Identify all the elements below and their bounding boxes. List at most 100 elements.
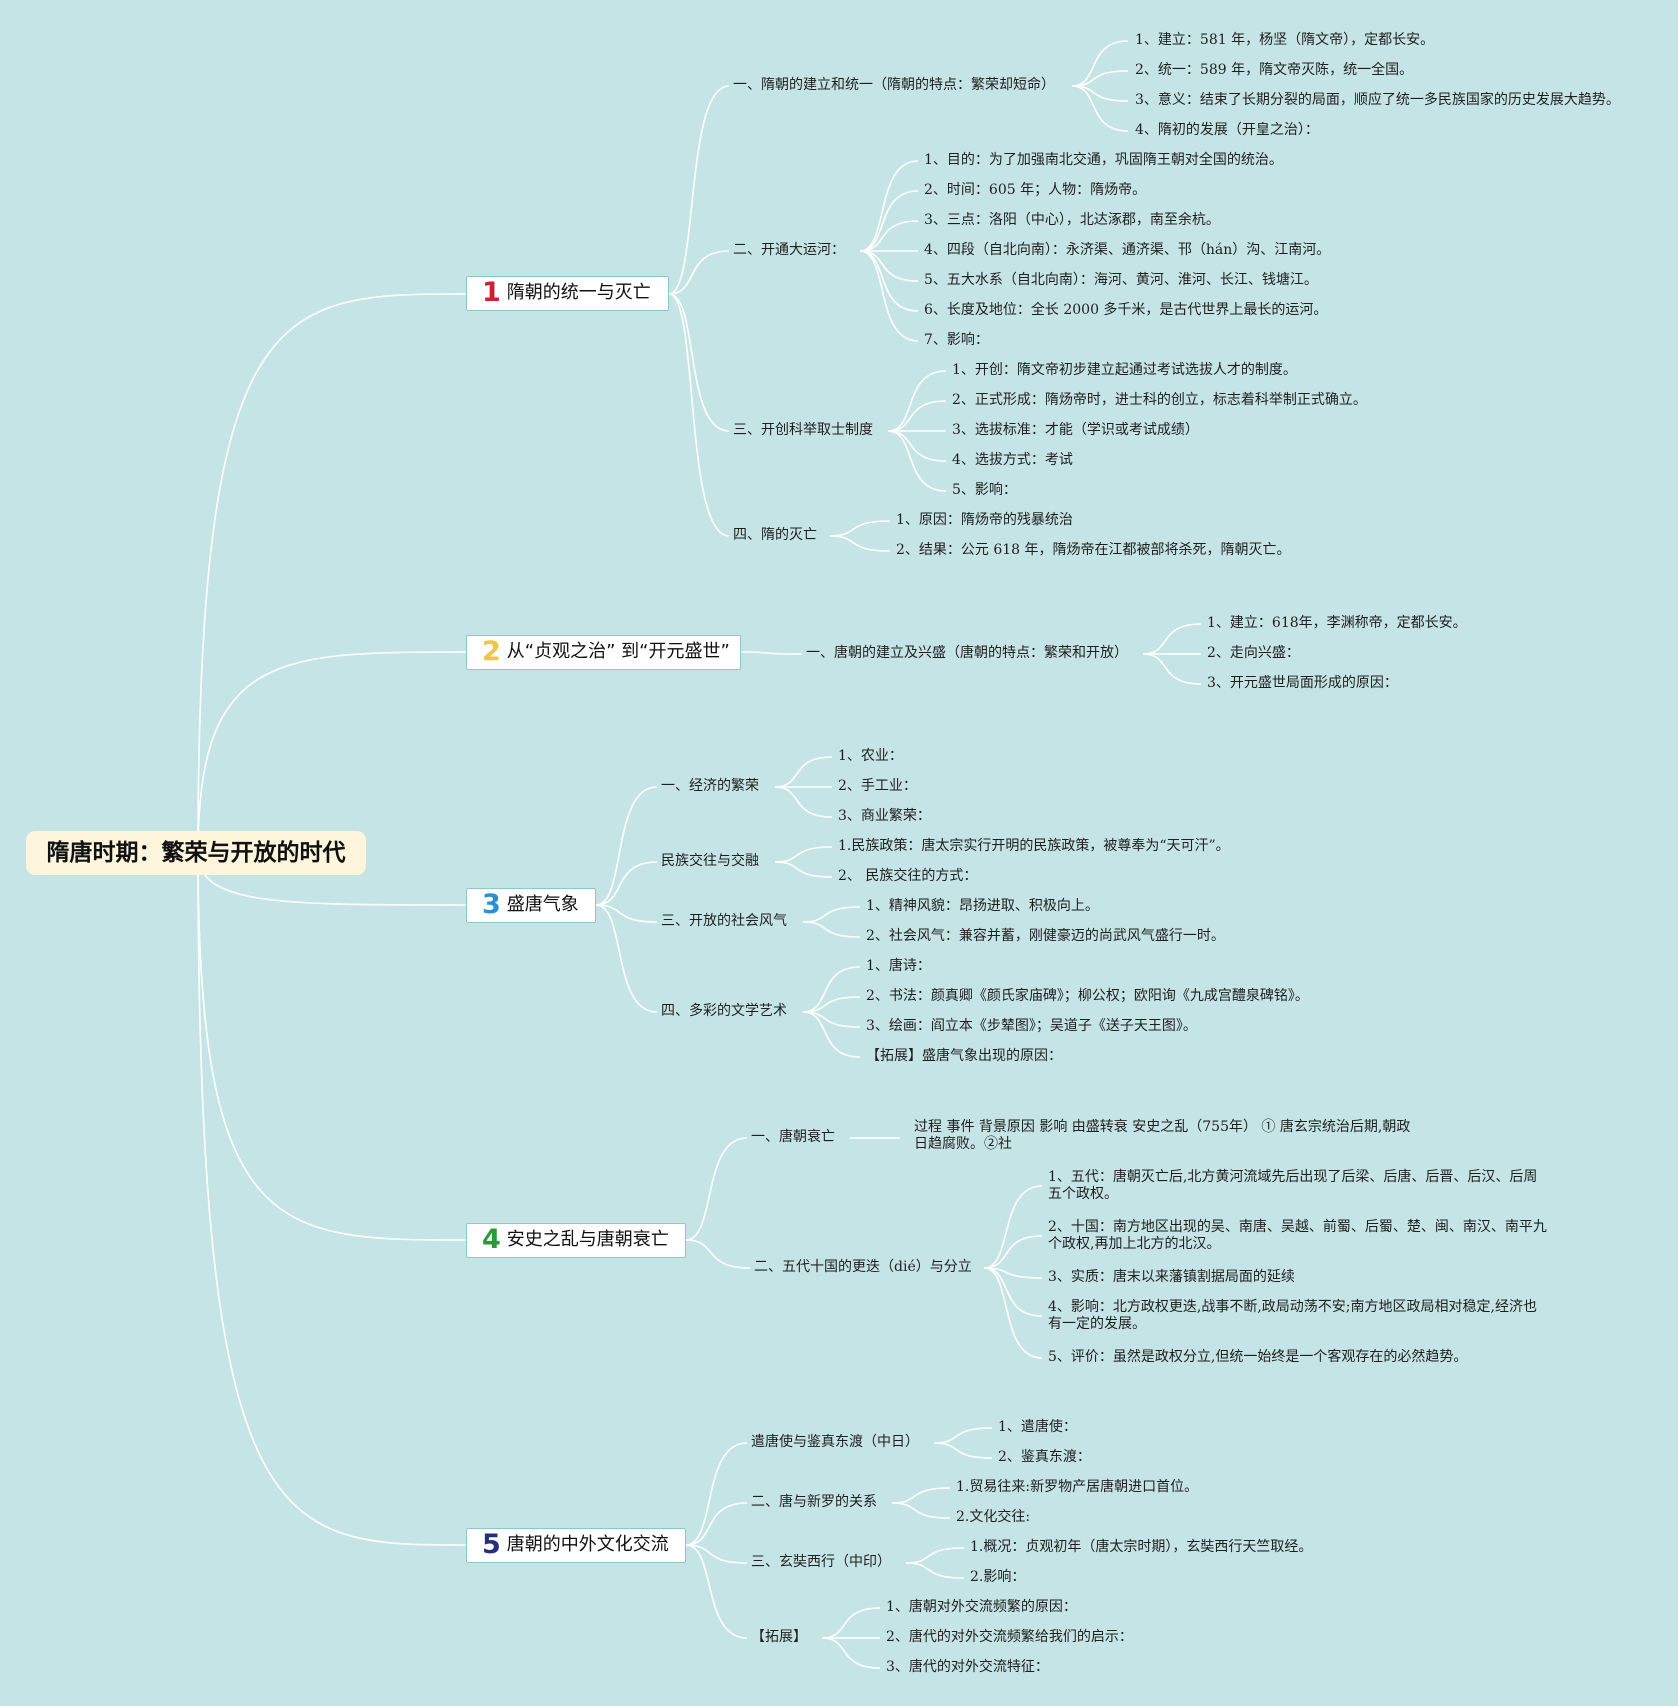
- topic-connector: [685, 1137, 748, 1241]
- leaf-item[interactable]: 4、四段（自北向南）：永济渠、通济渠、邗（hán）沟、江南河。: [924, 242, 1331, 258]
- leaf-item[interactable]: 1、目的：为了加强南北交通，巩固隋王朝对全国的统治。: [924, 152, 1283, 168]
- leaf-item[interactable]: 3、商业繁荣：: [838, 808, 931, 824]
- branch-label[interactable]: 四、隋的灭亡: [733, 527, 817, 543]
- leaf-item[interactable]: 3、开元盛世局面形成的原因：: [1207, 675, 1398, 691]
- leaf-item[interactable]: 过程 事件 背景原因 影响 由盛转衰 安史之乱（755年） ① 唐玄宗统治后期,…: [914, 1119, 1411, 1152]
- branch-label[interactable]: 二、开通大运河：: [733, 242, 845, 258]
- leaf-item[interactable]: 2、时间：605 年；人物：隋炀帝。: [924, 182, 1147, 198]
- leaf-item[interactable]: 2、十国：南方地区出现的吴、南唐、吴越、前蜀、后蜀、楚、闽、南汉、南平九个政权,…: [1048, 1219, 1547, 1252]
- leaf-connector: [802, 966, 861, 1013]
- leaf-connector: [905, 1547, 965, 1564]
- topic-number: 5: [482, 1529, 501, 1560]
- leaf-item[interactable]: 2.文化交往:: [956, 1509, 1031, 1525]
- leaf-item[interactable]: 2、 民族交往的方式：: [838, 868, 978, 884]
- leaf-item[interactable]: 7、影响：: [924, 332, 989, 348]
- leaf-item[interactable]: 2.影响：: [970, 1569, 1026, 1585]
- leaf-item[interactable]: 2、正式形成：隋炀帝时，进士科的创立，标志着科举制正式确立。: [952, 392, 1367, 408]
- leaf-item[interactable]: 1、建立：618年，李渊称帝，定都长安。: [1207, 615, 1467, 631]
- leaf-item[interactable]: 1、唐朝对外交流频繁的原因：: [886, 1599, 1077, 1615]
- leaf-item[interactable]: 2、统一：589 年，隋文帝灭陈，统一全国。: [1135, 62, 1414, 78]
- leaf-connector: [859, 190, 919, 252]
- topic-connector: [668, 250, 730, 295]
- leaf-item[interactable]: 3、绘画：阎立本《步辇图》；吴道子《送子天王图》。: [866, 1018, 1197, 1034]
- root-connector: [197, 651, 467, 854]
- leaf-item[interactable]: 1、开创：隋文帝初步建立起通过考试选拔人才的制度。: [952, 362, 1297, 378]
- leaf-item[interactable]: 【拓展】盛唐气象出现的原因：: [866, 1048, 1062, 1064]
- leaf-item[interactable]: 4、影响：北方政权更迭,战事不断,政局动荡不安;南方地区政局相对稳定,经济也有一…: [1048, 1299, 1537, 1332]
- leaf-connector: [887, 370, 947, 432]
- leaf-connector: [774, 846, 833, 863]
- topic-label: 盛唐气象: [506, 894, 579, 915]
- leaf-item[interactable]: 1、精神风貌：昂扬进取、积极向上。: [866, 898, 1099, 914]
- leaf-item[interactable]: 5、影响：: [952, 482, 1017, 498]
- topic-connector: [685, 1442, 748, 1546]
- branch-label[interactable]: 一、唐朝衰亡: [751, 1129, 835, 1145]
- leaf-item[interactable]: 1.概况：贞观初年（唐太宗时期），玄奘西行天竺取经。: [970, 1539, 1313, 1555]
- leaf-connector: [933, 1427, 993, 1444]
- topic-number: 1: [482, 277, 501, 308]
- leaf-connector: [802, 921, 861, 938]
- leaf-item[interactable]: 3、意义：结束了长期分裂的局面，顺应了统一多民族国家的历史发展大趋势。: [1135, 92, 1620, 108]
- leaf-item[interactable]: 2、唐代的对外交流频繁给我们的启示：: [886, 1629, 1133, 1645]
- leaf-item[interactable]: 2、鉴真东渡：: [998, 1449, 1091, 1465]
- leaf-connector: [1071, 40, 1129, 87]
- branch-label[interactable]: 【拓展】: [751, 1629, 807, 1645]
- topic-connector: [740, 651, 803, 655]
- leaf-item[interactable]: 5、评价：虽然是政权分立,但统一始终是一个客观存在的必然趋势。: [1048, 1349, 1468, 1365]
- leaf-item[interactable]: 3、三点：洛阳（中心），北达涿郡，南至余杭。: [924, 212, 1220, 228]
- leaf-item[interactable]: 1.贸易往来:新罗物产居唐朝进口首位。: [956, 1479, 1199, 1495]
- topic-connector: [685, 1502, 748, 1546]
- topic-connector: [595, 861, 658, 906]
- branch-label[interactable]: 三、开放的社会风气: [661, 913, 787, 929]
- branch-label[interactable]: 一、经济的繁荣: [661, 778, 759, 794]
- branch-label[interactable]: 民族交往与交融: [661, 853, 759, 869]
- leaf-item[interactable]: 3、选拔标准：才能（学识或考试成绩）: [952, 422, 1199, 438]
- mindmap-root[interactable]: 隋唐时期：繁荣与开放的时代: [26, 831, 366, 875]
- leaf-item[interactable]: 1、唐诗：: [866, 958, 931, 974]
- leaf-connector: [887, 430, 947, 492]
- leaf-item[interactable]: 2、社会风气：兼容并蓄，刚健豪迈的尚武风气盛行一时。: [866, 928, 1225, 944]
- branch-label[interactable]: 三、开创科举取士制度: [733, 422, 873, 438]
- leaf-connector: [933, 1442, 993, 1459]
- branch-label[interactable]: 四、多彩的文学艺术: [661, 1003, 787, 1019]
- leaf-connector: [983, 1267, 1043, 1359]
- branch-label[interactable]: 一、唐朝的建立及兴盛（唐朝的特点：繁荣和开放）: [806, 645, 1128, 661]
- leaf-item[interactable]: 4、隋初的发展（开皇之治）：: [1135, 122, 1319, 138]
- branch-label[interactable]: 三、玄奘西行（中印）: [751, 1554, 891, 1570]
- leaf-item[interactable]: 2、手工业：: [838, 778, 917, 794]
- leaf-item[interactable]: 3、实质：唐末以来藩镇割据局面的延续: [1048, 1269, 1295, 1285]
- leaf-item[interactable]: 1、五代：唐朝灭亡后,北方黄河流域先后出现了后梁、后唐、后晋、后汉、后周五个政权…: [1048, 1169, 1538, 1202]
- leaf-item[interactable]: 4、选拔方式：考试: [952, 452, 1073, 468]
- topic-number: 3: [482, 889, 501, 920]
- leaf-item[interactable]: 2、结果：公元 618 年，隋炀帝在江都被部将杀死，隋朝灭亡。: [896, 542, 1291, 558]
- leaf-connector: [829, 535, 891, 552]
- root-connector: [197, 293, 467, 854]
- topic-connector: [668, 293, 730, 537]
- leaf-item[interactable]: 2、走向兴盛：: [1207, 645, 1300, 661]
- leaf-connector: [983, 1267, 1043, 1279]
- leaf-connector: [887, 400, 947, 432]
- leaf-connector: [802, 1011, 861, 1058]
- leaf-item[interactable]: 1.民族政策：唐太宗实行开明的民族政策，被尊奉为“天可汗”。: [838, 838, 1230, 854]
- leaf-item[interactable]: 1、原因：隋炀帝的残暴统治: [896, 512, 1073, 528]
- leaf-item[interactable]: 5、五大水系（自北向南）：海河、黄河、淮河、长江、钱塘江。: [924, 272, 1318, 288]
- leaf-item[interactable]: 2、书法：颜真卿《颜氏家庙碑》；柳公权；欧阳询《九成宫醴泉碑铭》。: [866, 988, 1309, 1004]
- topic-label: 唐朝的中外文化交流: [506, 1534, 669, 1555]
- branch-label[interactable]: 二、唐与新罗的关系: [751, 1494, 877, 1510]
- leaf-item[interactable]: 3、唐代的对外交流特征：: [886, 1659, 1049, 1675]
- branch-label[interactable]: 二、五代十国的更迭（dié）与分立: [754, 1259, 972, 1275]
- leaf-item[interactable]: 1、遣唐使：: [998, 1419, 1077, 1435]
- leaf-item[interactable]: 6、长度及地位：全长 2000 多千米，是古代世界上最长的运河。: [924, 302, 1328, 318]
- leaf-connector: [905, 1562, 965, 1579]
- branch-label[interactable]: 遣唐使与鉴真东渡（中日）: [751, 1434, 919, 1450]
- leaf-item[interactable]: 1、建立：581 年，杨坚（隋文帝），定都长安。: [1135, 32, 1435, 48]
- leaf-item[interactable]: 1、农业：: [838, 748, 903, 764]
- branch-label[interactable]: 一、隋朝的建立和统一（隋朝的特点：繁荣却短命）: [733, 77, 1055, 93]
